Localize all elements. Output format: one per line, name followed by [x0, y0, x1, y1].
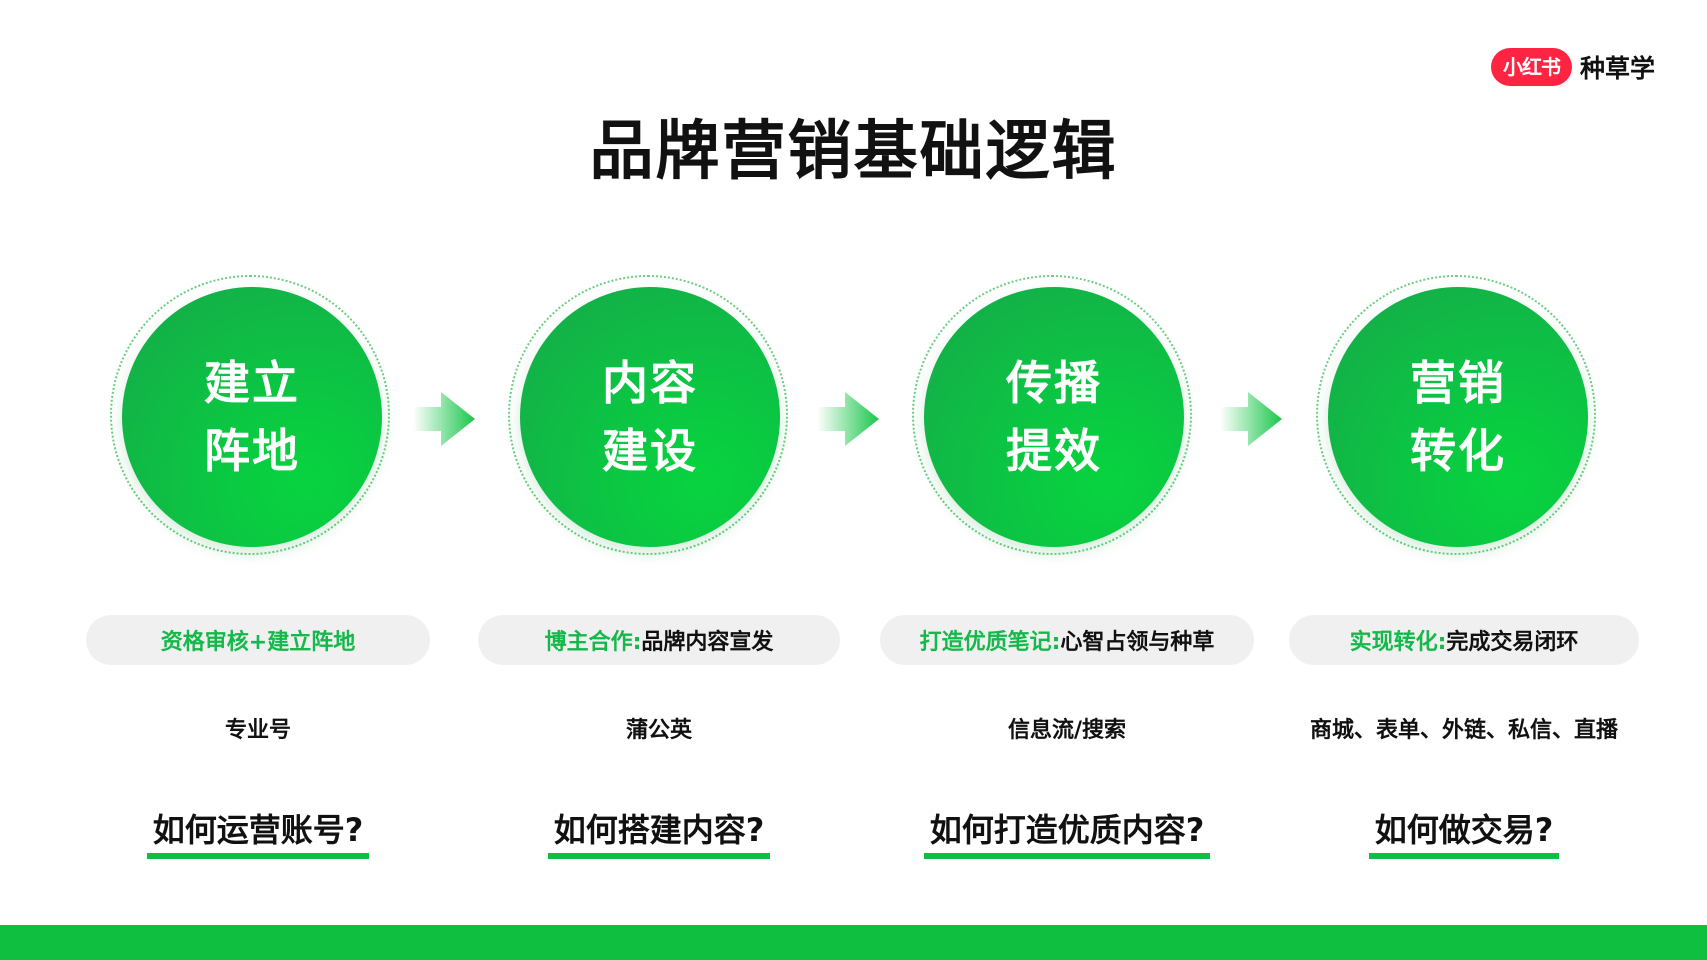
arrow-right-icon: [817, 392, 879, 446]
description-text: 完成交易闭环: [1446, 630, 1579, 655]
step-disc: 内容 建设: [520, 287, 780, 547]
step-ring: [1316, 275, 1596, 555]
step-label-line: 内容: [602, 356, 698, 410]
step-4-question: 如何做交易?: [1289, 805, 1639, 859]
brand-name: 种草学: [1579, 54, 1655, 83]
step-3-tool: 信息流/搜索: [1007, 718, 1127, 743]
step-4-circle: 营销 转化: [1316, 275, 1596, 555]
description-text: 品牌内容宣发: [641, 630, 774, 655]
step-1-circle: 建立 阵地: [110, 275, 390, 555]
step-label-line: 建设: [602, 424, 698, 478]
step-3-circle: 传播 提效: [912, 275, 1192, 555]
question-text: 如何运营账号?: [146, 805, 370, 859]
description-highlight: 资格审核+建立阵地: [160, 630, 356, 655]
step-1-tool: 专业号: [224, 718, 291, 743]
step-label-line: 传播: [1006, 356, 1102, 410]
step-disc: 营销 转化: [1328, 287, 1588, 547]
step-2-description: 博主合作: 品牌内容宣发: [478, 615, 840, 665]
step-3-question: 如何打造优质内容?: [880, 805, 1254, 859]
question-text: 如何打造优质内容?: [923, 805, 1211, 859]
step-2-question: 如何搭建内容?: [478, 805, 840, 859]
step-ring: [110, 275, 390, 555]
step-disc: 传播 提效: [924, 287, 1184, 547]
step-2-circle: 内容 建设: [508, 275, 788, 555]
step-disc: 建立 阵地: [122, 287, 382, 547]
step-label-line: 提效: [1006, 424, 1102, 478]
arrow-right-icon: [1220, 392, 1282, 446]
step-label-line: 阵地: [204, 424, 300, 478]
step-3-description: 打造优质笔记: 心智占领与种草: [880, 615, 1254, 665]
step-4-description: 实现转化: 完成交易闭环: [1289, 615, 1639, 665]
page-title: 品牌营销基础逻辑: [589, 115, 1118, 189]
description-highlight: 实现转化:: [1349, 630, 1447, 655]
question-text: 如何做交易?: [1368, 805, 1560, 859]
step-ring: [508, 275, 788, 555]
description-highlight: 打造优质笔记:: [919, 630, 1061, 655]
brand-logo: 小红书 种草学: [1490, 48, 1655, 86]
step-label-line: 营销: [1410, 356, 1506, 410]
description-text: 心智占领与种草: [1060, 630, 1215, 655]
arrow-right-icon: [413, 392, 475, 446]
step-ring: [912, 275, 1192, 555]
step-4-tool: 商城、表单、外链、私信、直播: [1309, 718, 1618, 743]
step-1-question: 如何运营账号?: [86, 805, 430, 859]
question-text: 如何搭建内容?: [547, 805, 771, 859]
step-2-tool: 蒲公英: [625, 718, 692, 743]
step-label-line: 转化: [1410, 424, 1506, 478]
footer-bar: [0, 925, 1707, 960]
brand-badge: 小红书: [1490, 48, 1572, 86]
step-1-description: 资格审核+建立阵地: [86, 615, 430, 665]
description-highlight: 博主合作:: [544, 630, 642, 655]
step-label-line: 建立: [204, 356, 300, 410]
